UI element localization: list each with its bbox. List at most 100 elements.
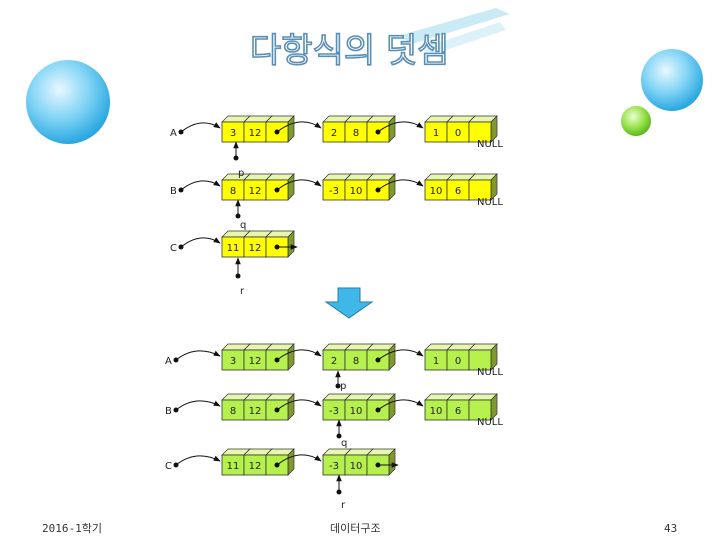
traversal-pointer-label: q	[240, 220, 246, 231]
list-node: 11 12	[221, 448, 322, 476]
expon-value: 10	[350, 406, 363, 417]
list-head-label: B	[165, 406, 172, 417]
coef-value: 8	[230, 186, 236, 197]
expon-value: 12	[249, 356, 262, 367]
decor-bubble-left	[26, 60, 110, 144]
expon-value: 12	[249, 461, 262, 472]
link-pointer-arrow	[276, 399, 322, 411]
coef-value: -3	[329, 461, 339, 472]
expon-value: 6	[455, 186, 461, 197]
expon-value: 0	[455, 128, 461, 139]
link-cell	[265, 230, 295, 258]
link-pointer-arrow	[377, 179, 424, 191]
coef-value: 1	[433, 356, 439, 367]
link-cell	[468, 173, 498, 201]
coef-value: 3	[230, 356, 236, 367]
list-node: -3 10	[322, 393, 424, 421]
footer-course: 데이터구조	[330, 522, 381, 535]
head-pointer-arrow	[180, 122, 221, 133]
coef-value: 11	[227, 243, 240, 254]
head-pointer-arrow	[175, 400, 221, 411]
traversal-pointer-label: r	[341, 500, 346, 511]
null-label: NULL	[477, 139, 503, 150]
link-cell	[366, 115, 396, 143]
expon-value: 8	[353, 356, 359, 367]
list-head-label: B	[170, 186, 177, 197]
coef-value: 10	[430, 186, 443, 197]
coef-value: -3	[329, 186, 339, 197]
decor-bubble-right	[641, 49, 703, 111]
coef-value: 8	[230, 406, 236, 417]
traversal-pointer-label: q	[341, 438, 347, 449]
link-cell	[366, 173, 396, 201]
link-cell	[265, 115, 295, 143]
transition-arrow	[324, 287, 374, 319]
page-number: 43	[664, 522, 677, 535]
link-pointer-arrow	[276, 454, 322, 466]
list-node: 3 12	[221, 343, 322, 371]
null-label: NULL	[477, 417, 503, 428]
list-head-label: A	[170, 128, 177, 139]
head-pointer-arrow	[175, 455, 221, 466]
link-cell	[265, 448, 295, 476]
decor-bubble-green	[621, 106, 651, 136]
expon-value: 12	[249, 406, 262, 417]
list-node: -3 10	[322, 448, 399, 476]
title-decoration	[398, 8, 510, 56]
link-cell	[265, 343, 295, 371]
coef-value: 2	[331, 128, 337, 139]
list-node: 11 12	[221, 230, 298, 258]
list-head-label: C	[165, 461, 172, 472]
coef-value: 3	[230, 128, 236, 139]
list-node: 3 12	[221, 115, 322, 143]
coef-value: 11	[227, 461, 240, 472]
page-title: 다항식의 덧셈	[250, 31, 449, 71]
traversal-pointer-label: p	[238, 168, 244, 179]
head-pointer-arrow	[175, 350, 221, 361]
expon-value: 12	[249, 186, 262, 197]
link-cell	[265, 393, 295, 421]
coef-value: 1	[433, 128, 439, 139]
link-cell	[468, 343, 498, 371]
footer-semester: 2016-1학기	[42, 522, 102, 535]
link-pointer-arrow	[276, 121, 322, 133]
link-pointer-arrow	[276, 349, 322, 361]
down-arrow-icon	[324, 287, 374, 319]
link-cell	[366, 448, 396, 476]
expon-value: 12	[249, 243, 262, 254]
expon-value: 6	[455, 406, 461, 417]
list-head-label: A	[165, 356, 172, 367]
null-label: NULL	[477, 197, 503, 208]
coef-value: 10	[430, 406, 443, 417]
expon-value: 10	[350, 186, 363, 197]
link-cell	[265, 173, 295, 201]
traversal-pointer-label: p	[340, 381, 346, 392]
expon-value: 12	[249, 128, 262, 139]
link-pointer-arrow	[377, 349, 424, 361]
traversal-pointer-label: r	[240, 286, 245, 297]
head-pointer-arrow	[180, 237, 221, 248]
expon-value: 8	[353, 128, 359, 139]
coef-value: 2	[331, 356, 337, 367]
link-cell	[468, 115, 498, 143]
link-cell	[468, 393, 498, 421]
link-pointer-arrow	[377, 399, 424, 411]
list-node: -3 10	[322, 173, 424, 201]
coef-value: -3	[329, 406, 339, 417]
head-pointer-arrow	[180, 180, 221, 191]
list-node: 8 12	[221, 173, 322, 201]
expon-value: 10	[350, 461, 363, 472]
list-head-label: C	[170, 243, 177, 254]
list-node: 8 12	[221, 393, 322, 421]
link-pointer-arrow	[276, 179, 322, 191]
link-pointer-arrow	[377, 121, 424, 133]
null-label: NULL	[477, 367, 503, 378]
